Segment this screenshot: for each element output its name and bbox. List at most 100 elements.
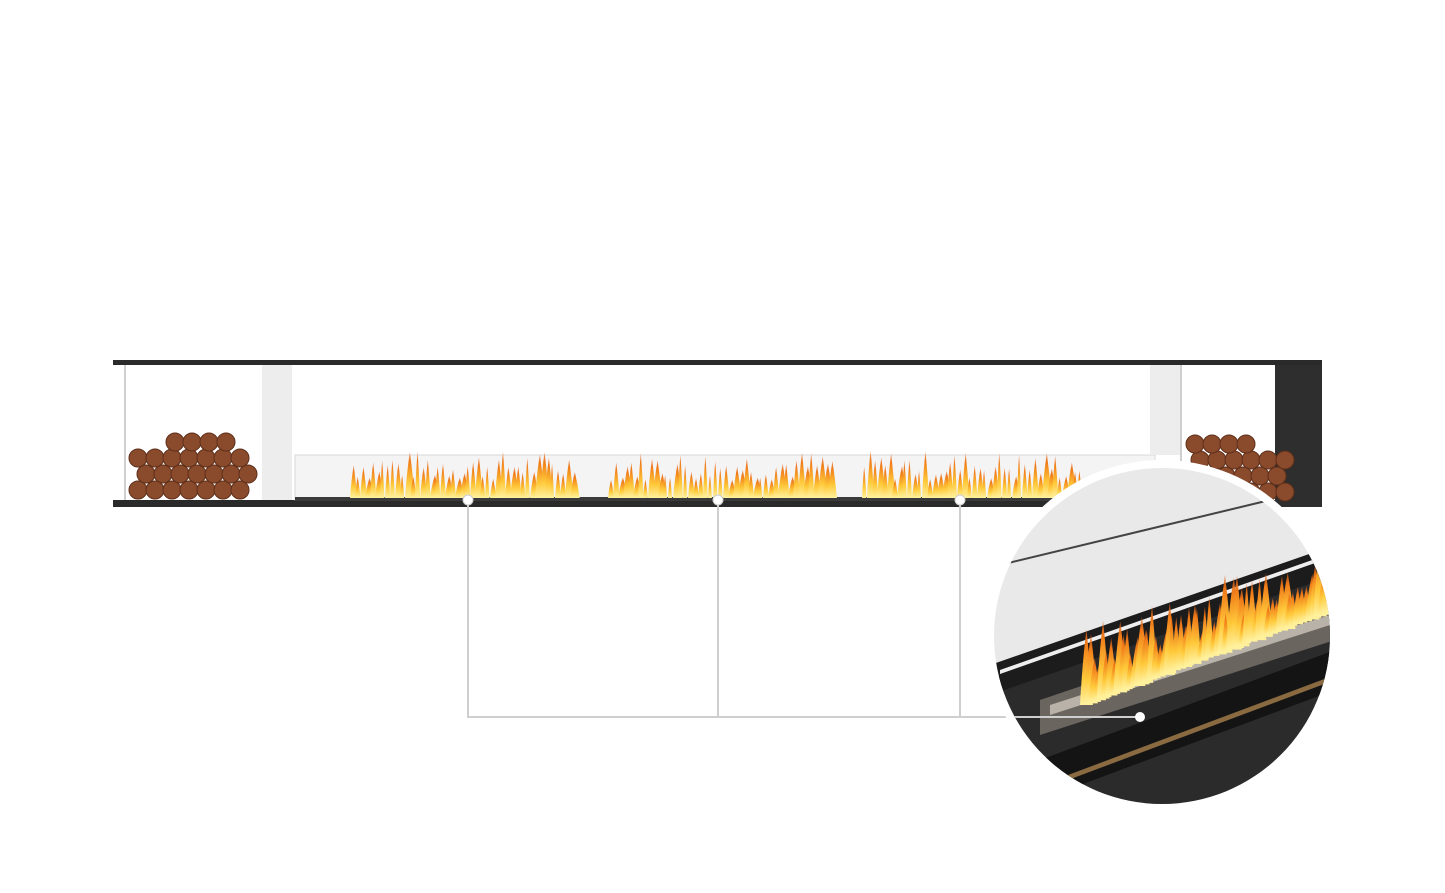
flame [962, 453, 970, 498]
flame [350, 465, 358, 498]
flame [415, 451, 421, 498]
flame [450, 469, 457, 498]
flame [892, 478, 899, 498]
log [1207, 450, 1227, 470]
flame [628, 462, 635, 498]
log [128, 480, 148, 500]
flame [927, 478, 934, 498]
flame [922, 451, 930, 498]
flame [550, 463, 555, 498]
flame [1017, 454, 1022, 498]
log [179, 480, 199, 500]
log [179, 448, 199, 468]
log [1241, 450, 1261, 470]
flame [425, 459, 431, 498]
log [204, 464, 224, 484]
flame [643, 479, 648, 498]
right-glass-divider [1150, 365, 1180, 455]
flame [385, 465, 391, 498]
flame [480, 475, 486, 498]
log [216, 432, 236, 452]
flame [917, 470, 922, 498]
flame [485, 466, 490, 498]
flame [977, 467, 985, 498]
flame [390, 459, 395, 498]
flame [1052, 455, 1059, 498]
flame [465, 465, 471, 498]
log [1275, 450, 1295, 470]
log [1185, 434, 1205, 454]
flame [723, 465, 730, 498]
flame [902, 460, 907, 498]
flame [708, 475, 713, 498]
log [136, 464, 156, 484]
flame [380, 460, 385, 498]
flame [410, 476, 417, 498]
flame [490, 478, 497, 498]
log [230, 480, 250, 500]
log [221, 464, 241, 484]
flame [435, 466, 441, 498]
flame [570, 471, 580, 498]
log [162, 448, 182, 468]
log [128, 448, 148, 468]
log [199, 432, 219, 452]
flame [713, 461, 718, 498]
flame [565, 459, 574, 498]
flame [967, 477, 972, 498]
flame [505, 466, 512, 498]
log [165, 432, 185, 452]
flame [882, 464, 889, 498]
flame [440, 463, 446, 498]
flame [783, 464, 790, 498]
flame [560, 473, 567, 498]
flame [997, 452, 1002, 498]
log [187, 464, 207, 484]
log [182, 432, 202, 452]
flame [370, 462, 377, 498]
flame [683, 465, 688, 498]
log [1250, 466, 1270, 486]
flame [763, 474, 769, 498]
log [145, 448, 165, 468]
flame [515, 466, 522, 498]
flame [872, 460, 879, 498]
flame [773, 466, 780, 498]
log [1224, 450, 1244, 470]
log-store-left [128, 432, 258, 500]
log [196, 448, 216, 468]
flame [668, 477, 673, 498]
circle-dot-icon [954, 494, 966, 506]
flame [638, 453, 644, 498]
circle-dot-icon [712, 494, 724, 506]
circle-dot-icon [462, 494, 474, 506]
log [162, 480, 182, 500]
flame [758, 477, 763, 498]
log [196, 480, 216, 500]
burner-flames [350, 450, 1082, 498]
flame [798, 452, 807, 498]
flame [907, 459, 913, 498]
flame [688, 471, 695, 498]
flame [947, 462, 954, 498]
flame [718, 467, 723, 498]
hotspot-dots[interactable] [462, 494, 966, 506]
log [1275, 482, 1295, 502]
log [213, 480, 233, 500]
flame [887, 453, 896, 498]
flame [862, 466, 867, 498]
flame [555, 470, 562, 498]
callout-lines [467, 500, 1140, 718]
top-frame [113, 360, 1322, 365]
flame [1022, 463, 1028, 498]
circle-dot-icon [1135, 712, 1145, 722]
flame [475, 457, 483, 498]
flame [957, 469, 964, 498]
flame [663, 474, 668, 498]
flame [703, 456, 708, 498]
flame [500, 451, 506, 498]
flame [793, 460, 800, 498]
left-glass-divider [262, 365, 292, 500]
flame [748, 471, 755, 498]
